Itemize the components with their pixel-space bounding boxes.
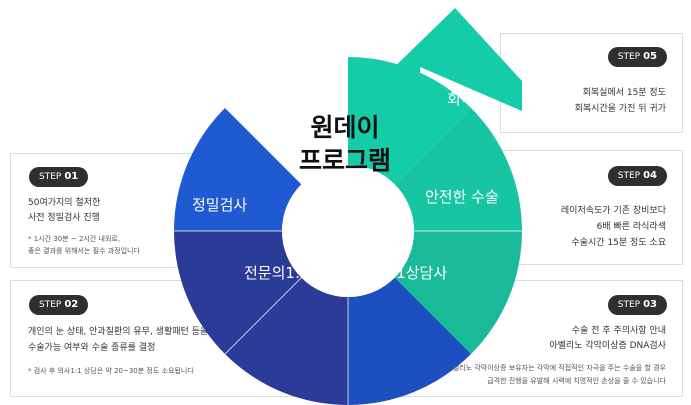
step-02-line-1: 개인의 눈 상태, 안과질환의 유무, 생활패턴 등을 고려해: [28, 327, 236, 337]
safe-surgery-segment: [394, 107, 522, 231]
consult-segment: [348, 277, 472, 405]
step-03-line-2: 아벨리노 각막이상증 DNA검사: [549, 341, 666, 351]
specialist-care-segment-a: [174, 231, 302, 355]
step-01-line-1: 50여가지의 철저한: [28, 198, 101, 208]
step-05-line-2: 회복시간을 가진 뒤 귀가: [574, 104, 666, 114]
safe-surgery-label: 안전한 수술: [425, 188, 499, 206]
consult-label: 전담1:1상담사: [354, 264, 447, 282]
title-line-2: 프로그램: [299, 146, 391, 175]
step-02-line-2: 수술가능 여부와 수술 종류를 결정: [28, 343, 156, 353]
step-04-line-3: 수술시간 15분 정도 소요: [571, 238, 666, 248]
step-03-note-1: * 아벨리노 각막이상증 보유자는 각막에 직접적인 자극을 주는 수술을 할 …: [440, 364, 666, 372]
precise-exam-segment: [174, 107, 302, 231]
title-line-1: 원데이: [310, 113, 379, 142]
specialist-care-segment: [224, 277, 348, 405]
specialist-care-label: 전문의1:1진료: [244, 264, 337, 282]
recovery-label: 회복: [447, 90, 475, 108]
center-hole: [282, 165, 414, 297]
safe-surgery-segment-low: [394, 231, 522, 355]
step-05-line-1: 회복실에서 15분 정도: [582, 88, 666, 98]
recovery-segment: [348, 57, 472, 185]
segment-divider: [224, 277, 302, 355]
step-04-line-1: 레이저속도가 기존 장비보다: [560, 206, 666, 216]
step-01-note-2: 좋은 결과를 위해서는 필수 과정입니다: [28, 247, 140, 255]
step-02-note-1: * 검사 후 의사1:1 상담은 약 20~30분 정도 소요됩니다: [28, 367, 194, 375]
arrow-head: [380, 8, 522, 111]
precise-exam-label: 정밀검사: [192, 196, 247, 214]
step-01-note-1: * 1시간 30분 ~ 2시간 내외로,: [28, 235, 121, 243]
step-03-line-1: 수술 전 후 주의사항 안내: [571, 326, 666, 336]
step-03-note-2: 급격한 진행을 유발해 시력에 치명적인 손상을 줄 수 있습니다: [487, 377, 666, 385]
step-01-line-2: 사전 정밀검사 진행: [28, 213, 100, 223]
step-04-line-2: 6배 빠른 라식라섹: [596, 222, 666, 232]
